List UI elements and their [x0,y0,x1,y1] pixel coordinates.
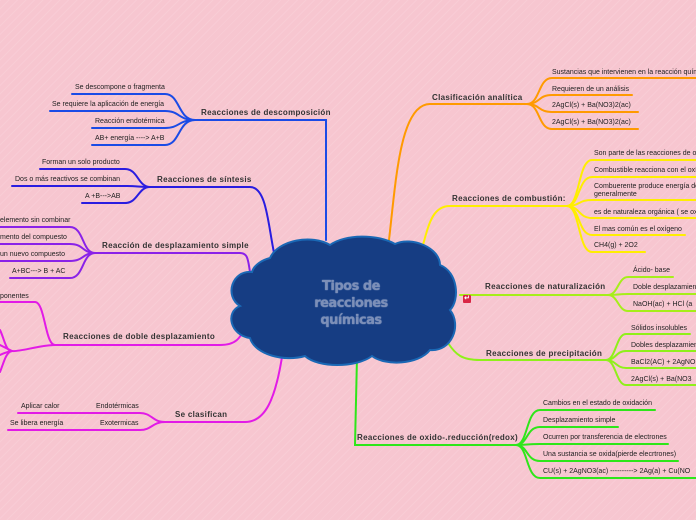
subtopic-item[interactable]: AB+ energía ----> A+B [95,135,165,142]
subtopic-item[interactable]: elemento sin combinar [0,217,71,224]
topic-combustion[interactable]: Reacciones de combustión: [452,194,566,203]
topic-se-clasifican[interactable]: Se clasifican [175,410,228,419]
subtopic-item[interactable]: 2AgCl(s) + Ba(NO3)2(ac) [552,102,631,109]
subtopic-item[interactable]: Cambios en el estado de oxidación [543,400,652,407]
subtopic-item[interactable]: 2AgCl(s) + Ba(NO3 [631,376,692,383]
topic-naturalizacion[interactable]: Reacciones de naturalización [485,282,606,291]
connector-se-clasifican [7,356,283,431]
subtopic-detail[interactable]: Aplicar calor [21,403,60,410]
subtopic-item[interactable]: Dobles desplazamien [631,342,696,349]
subtopic-item[interactable]: Se descompone o fragmenta [75,84,165,91]
connector-combustion [419,159,696,256]
subtopic-item[interactable]: CU(s) + 2AgNO3(ac) ----------> 2Ag(a) + … [543,468,691,475]
connector-redox [353,356,696,479]
central-title-line: Tipos de [322,279,380,294]
subtopic-item[interactable]: BaCl2(AC) + 2AgNO [631,359,696,366]
connector-descomposicion [49,93,327,241]
subtopic-item[interactable]: ponentes [0,293,29,300]
subtopic-item[interactable]: Son parte de las reacciones de o [594,150,696,157]
topic-desplazamiento-simple[interactable]: Reacción de desplazamiento simple [102,241,249,250]
subtopic-item[interactable]: Una sustancia se oxida(pierde elecrtrone… [543,451,677,458]
connector-precipitacion [447,333,696,386]
central-cloud[interactable] [230,235,457,366]
subtopic-item[interactable]: A +B--->AB [85,193,121,200]
subtopic-item-continuation: generalmente [594,191,637,198]
subtopic-item[interactable]: Dos o más reactivos se combinan [15,176,121,183]
subtopic-item[interactable]: Se requiere la aplicación de energía [52,101,165,108]
topic-redox[interactable]: Reacciones de oxido-.reducción(redox) [357,433,518,442]
subtopic-item[interactable]: Endotérmicas [96,403,139,410]
topic-clasificacion-analitica[interactable]: Clasificación analítica [432,93,523,102]
connector-clasificacion-analitica [388,77,696,241]
connector-naturalizacion [459,276,696,312]
subtopic-item[interactable]: Forman un solo producto [42,159,120,166]
central-topic-title[interactable]: Tipos de reacciones químicas [268,278,434,329]
subtopic-item[interactable]: Sólidos insolubles [631,325,688,332]
subtopic-item[interactable]: 2AgCl(s) + Ba(NO3)2(ac) [552,119,631,126]
subtopic-item[interactable]: Doble desplazamien [633,284,696,291]
topic-descomposicion[interactable]: Reacciones de descomposición [201,108,331,117]
subtopic-item[interactable]: A+BC---> B + AC [12,268,66,275]
collapse-icon[interactable]: ↵ [463,295,471,303]
subtopic-item[interactable]: un nuevo compuesto [0,251,65,258]
subtopic-item[interactable]: Ocurren por transferencia de electrones [543,434,667,441]
topic-doble-desplazamiento[interactable]: Reacciones de doble desplazamiento [63,332,216,341]
subtopic-item[interactable]: CH4(g) + 2O2 [594,242,638,249]
subtopic-item[interactable]: Combustible reacciona con el oxí [594,167,696,174]
subtopic-item[interactable]: Sustancias que intervienen en la reacció… [552,69,696,76]
subtopic-item[interactable]: NaOH(ac) + HCl (a [633,301,693,308]
subtopic-item[interactable]: El mas común es el oxígeno [594,226,682,233]
subtopic-item[interactable]: Exotermicas [100,420,139,427]
subtopic-item[interactable]: Requieren de un análisis [552,86,630,93]
subtopic-detail[interactable]: Se libera energía [10,420,64,427]
topic-precipitacion[interactable]: Reacciones de precipitación [486,349,603,358]
subtopic-item[interactable]: Desplazamiento simple [543,417,616,424]
central-title-line: reacciones [314,296,388,311]
subtopic-item[interactable]: Ácido- base [633,267,670,274]
subtopic-item[interactable]: es de naturaleza orgánica ( se ox [594,209,696,216]
subtopic-item[interactable]: Reacción endotérmica [95,118,165,125]
connector-desplazamiento-simple [0,226,251,279]
central-title-line: químicas [320,313,382,328]
subtopic-item[interactable]: mento del compuesto [0,234,67,241]
connector-sintesis [11,168,277,263]
subtopic-item[interactable]: Combuerente produce energía de [594,183,696,190]
topic-sintesis[interactable]: Reacciones de síntesis [157,175,252,184]
